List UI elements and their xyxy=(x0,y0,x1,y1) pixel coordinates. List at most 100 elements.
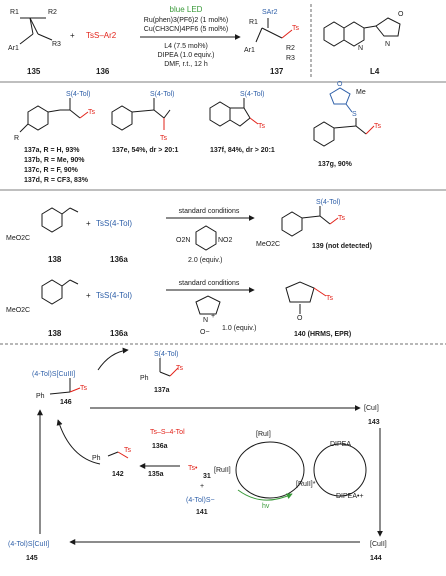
ctrl2-plus: + xyxy=(86,291,91,300)
ctrl2-product-label: 140 (HRMS, EPR) xyxy=(294,331,351,338)
ru2: [RuII] xyxy=(214,467,231,474)
control-experiment-1: MeO2C 138 + TsS(4-Tol) 136a standard con… xyxy=(6,199,372,264)
product-r1: R1 xyxy=(249,19,258,26)
scope-item-137a: 137a, R = H, 93% xyxy=(24,147,80,154)
r1-label: R1 xyxy=(10,9,19,16)
scope-item-137d: 137d, R = CF3, 83% xyxy=(24,177,89,184)
scope-item-137g: 137g, 90% xyxy=(318,161,353,168)
ctrl2-label-138: 138 xyxy=(48,329,62,338)
ctrl2-nplus: + xyxy=(211,313,215,320)
product-ar1: Ar1 xyxy=(244,47,255,54)
oxazoline-o: O xyxy=(398,11,404,18)
ctrl1-additive: 2.0 (equiv.) xyxy=(188,257,223,264)
mech-plus: + xyxy=(200,483,204,490)
product-r2: R2 xyxy=(286,45,295,52)
ctrl1-conditions: standard conditions xyxy=(179,208,240,215)
conditions-block: blue LED Ru(phen)3(PF6)2 (1 mol%) Cu(CH3… xyxy=(140,5,241,68)
solvent-conditions: DMF, r.t., 12 h xyxy=(164,61,208,68)
ctrl1-label-136a: 136a xyxy=(110,255,128,264)
scope-s4tol-3: S(4-Tol) xyxy=(240,91,265,98)
ar1-label: Ar1 xyxy=(8,45,19,52)
scope-ts-4: Ts xyxy=(374,123,382,130)
label-144: 144 xyxy=(370,555,382,562)
label-137: 137 xyxy=(270,67,284,76)
mechanism: (4-Tol)S[CuIII] Ph Ts 146 S(4-Tol) Ph Ts… xyxy=(8,347,387,562)
scope-137e: S(4-Tol) Ts 137e, 54%, dr > 20:1 xyxy=(111,91,178,154)
label-135: 135 xyxy=(27,67,41,76)
scope-s4tol-1: S(4-Tol) xyxy=(66,91,91,98)
ctrl2-additive: 1.0 (equiv.) xyxy=(222,325,257,332)
scope-r: R xyxy=(14,135,19,142)
sar2-label: SAr2 xyxy=(262,9,278,16)
scope-item-137f: 137f, 84%, dr > 20:1 xyxy=(210,147,275,154)
ctrl1-no2: NO2 xyxy=(218,237,233,244)
scope-item-137b: 137b, R = Me, 90% xyxy=(24,157,85,164)
blue-led-label: blue LED xyxy=(170,5,203,14)
mech-product-ph: Ph xyxy=(140,375,149,382)
mech-thio: Ts–S–4-Tol xyxy=(150,429,185,436)
dipea-radical: DIPEA•+ xyxy=(336,493,364,500)
furan-s: S xyxy=(352,111,357,118)
general-reaction: R1 R2 Ar1 R3 135 + TsS–Ar2 136 blue LED … xyxy=(8,4,404,78)
scope-137f: S(4-Tol) Ts 137f, 84%, dr > 20:1 xyxy=(209,91,275,154)
scope-ts-3: Ts xyxy=(258,123,266,130)
mech-product-s4tol: S(4-Tol) xyxy=(154,351,179,358)
ctrl1-o2n: O2N xyxy=(176,237,190,244)
dipea: DIPEA xyxy=(330,441,351,448)
label-146: 146 xyxy=(60,399,72,406)
ctrl1-meo2c: MeO2C xyxy=(6,235,30,242)
ctrl2-n: N xyxy=(203,317,208,324)
base: DIPEA (1.0 equiv.) xyxy=(157,52,214,59)
mech-product-ts: Ts xyxy=(176,365,184,372)
ctrl2-product-o: O xyxy=(297,315,303,322)
plus-sign: + xyxy=(70,31,75,40)
scope-137g: O Me S Ts 137g, 90% xyxy=(313,81,382,168)
scope-s4tol-2: S(4-Tol) xyxy=(150,91,175,98)
cu-catalyst: Cu(CH3CN)4PF6 (5 mol%) xyxy=(144,26,228,33)
scope-item-137c: 137c, R = F, 90% xyxy=(24,167,79,174)
cu2-complex: (4-Tol)S[CuII] xyxy=(8,541,49,548)
ru2star: [RuII]* xyxy=(296,481,316,488)
ctrl1-product-meo2c: MeO2C xyxy=(256,241,280,248)
r2-label: R2 xyxy=(48,9,57,16)
product-137: SAr2 R1 Ts Ar1 R2 R3 137 xyxy=(244,9,300,76)
radical-ph: Ph xyxy=(92,455,101,462)
label-l4: L4 xyxy=(370,67,380,76)
ctrl2-conditions: standard conditions xyxy=(179,280,240,287)
ctrl2-label-136a: 136a xyxy=(110,329,128,338)
label-136: 136 xyxy=(96,67,110,76)
ts-radical: Ts• xyxy=(188,465,198,472)
cu3-ph: Ph xyxy=(36,393,45,400)
quinoline-n: N xyxy=(358,45,363,52)
ctrl2-meo2c: MeO2C xyxy=(6,307,30,314)
furan-me: Me xyxy=(356,89,366,96)
radical-ts: Ts xyxy=(124,447,132,454)
ctrl1-ts: Ts xyxy=(338,215,346,222)
label-31: 31 xyxy=(203,473,211,480)
ctrl2-o: O− xyxy=(200,329,210,336)
alkene-135: R1 R2 Ar1 R3 135 xyxy=(8,9,61,76)
label-141: 141 xyxy=(196,509,208,516)
ligand-l4: N N O L4 xyxy=(323,11,404,76)
cu1: [CuI] xyxy=(364,405,379,412)
r3-label: R3 xyxy=(52,41,61,48)
scope-ts-2: Ts xyxy=(160,135,168,142)
label-135a: 135a xyxy=(148,471,164,478)
ru-catalyst: Ru(phen)3(PF6)2 (1 mol%) xyxy=(144,17,228,24)
label-142: 142 xyxy=(112,471,124,478)
ctrl1-reagent: TsS(4-Tol) xyxy=(96,219,132,228)
cu3-ts: Ts xyxy=(80,385,88,392)
product-ts: Ts xyxy=(292,25,300,32)
scope-item-137e: 137e, 54%, dr > 20:1 xyxy=(112,147,178,154)
furan-o: O xyxy=(337,81,343,88)
cu2: [CuII] xyxy=(370,541,387,548)
hv-label: hv xyxy=(262,503,270,510)
ctrl2-ts: Ts xyxy=(326,295,334,302)
scope-ts-1: Ts xyxy=(88,109,96,116)
ctrl1-plus: + xyxy=(86,219,91,228)
ctrl1-label-138: 138 xyxy=(48,255,62,264)
control-experiment-2: MeO2C 138 + TsS(4-Tol) 136a standard con… xyxy=(6,279,351,338)
substrate-scope: S(4-Tol) Ts R 137a, R = H, 93% 137b, R =… xyxy=(14,81,382,184)
label-145: 145 xyxy=(26,555,38,562)
